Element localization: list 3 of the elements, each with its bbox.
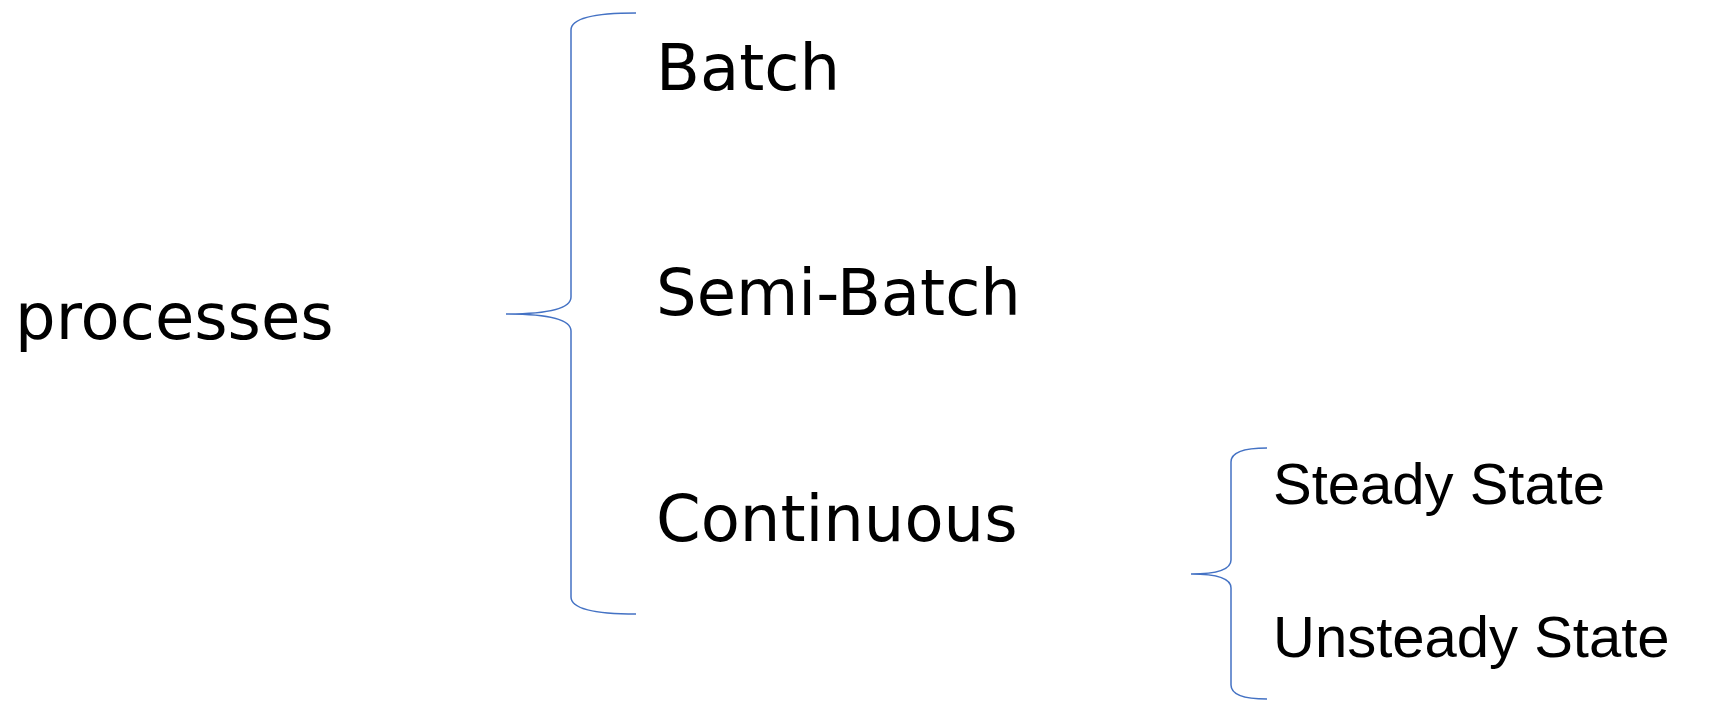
category-label: Semi-Batch bbox=[656, 261, 1021, 325]
category-label: Continuous bbox=[656, 487, 1018, 551]
category-label: Batch bbox=[656, 36, 840, 100]
